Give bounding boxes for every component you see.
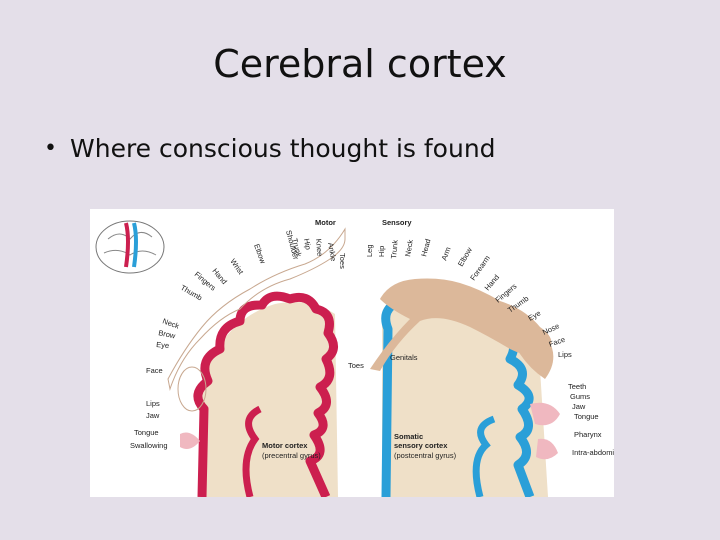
sensory-header: Sensory [382,218,412,227]
sensory-label-leg: Leg [365,244,374,257]
bullet-text: Where conscious thought is found [70,134,496,163]
sensory-label-intra-abdominal: Intra-abdominal [572,448,614,457]
motor-label-elbow: Elbow [252,243,268,266]
sensory-label-jaw: Jaw [572,402,586,411]
sensory-label-tongue: Tongue [574,412,599,421]
slide-title: Cerebral cortex [213,42,507,86]
sensory-label-lips: Lips [558,350,572,359]
sensory-homunculus [370,278,552,371]
sensory-label-neck: Neck [403,239,415,258]
motor-label-wrist: Wrist [228,257,246,277]
motor-cortex-title: Motor cortex [262,441,308,450]
sensory-label-nose: Nose [541,321,561,337]
motor-label-brow: Brow [158,328,177,340]
motor-label-lips: Lips [146,399,160,408]
genitals-label: Genitals [390,353,418,362]
sensory-label-elbow: Elbow [456,245,474,268]
motor-label-hip: Hip [302,238,313,251]
brain-icon [95,220,165,274]
sensory-label-head: Head [419,238,432,258]
sensory-label-teeth: Teeth [568,382,586,391]
motor-label-eye: Eye [156,340,170,350]
motor-cortex-subtitle: (precentral gyrus) [262,451,321,460]
sensory-label-arm: Arm [439,246,452,262]
bullet-item: • Where conscious thought is found [44,134,496,163]
motor-label-ankle: Ankle [326,242,338,262]
motor-gyrus [193,291,338,497]
cortex-diagram: Motor Sensory Toes Ankle Knee Hip Trunk … [90,209,614,497]
toes-label: Toes [348,361,364,370]
motor-label-toes: Toes [338,253,347,269]
sensory-cortex-title-2: sensory cortex [394,441,448,450]
sensory-label-hand: Hand [483,273,501,293]
motor-homunculus [167,227,346,391]
sensory-label-trunk: Trunk [389,239,400,259]
motor-label-knee: Knee [314,238,324,256]
sensory-right-labels: Nose Face Lips Teeth Gums Jaw Tongue Pha… [541,321,614,457]
motor-label-thumb: Thumb [179,283,204,302]
sensory-label-eye: Eye [527,308,543,322]
motor-label-tongue: Tongue [134,428,159,437]
sensory-label-gums: Gums [570,392,590,401]
sensory-label-hip: Hip [377,246,386,257]
motor-left-labels: Neck Brow Eye Face Lips Jaw Tongue Swall… [130,316,181,450]
sensory-cortex-subtitle: (postcentral gyrus) [394,451,457,460]
motor-top-labels: Toes Ankle Knee Hip Trunk Shoulder Elbow… [179,229,347,302]
motor-tissue [198,301,338,497]
sensory-label-pharynx: Pharynx [574,430,602,439]
motor-label-jaw: Jaw [146,411,160,420]
motor-label-swallowing: Swallowing [130,441,168,450]
motor-label-face: Face [146,366,163,375]
sensory-label-forearm: Forearm [468,254,492,282]
motor-header: Motor [315,218,336,227]
sensory-cortex-title-1: Somatic [394,432,423,441]
sensory-label-face: Face [548,335,567,349]
bullet-marker: • [44,136,57,161]
